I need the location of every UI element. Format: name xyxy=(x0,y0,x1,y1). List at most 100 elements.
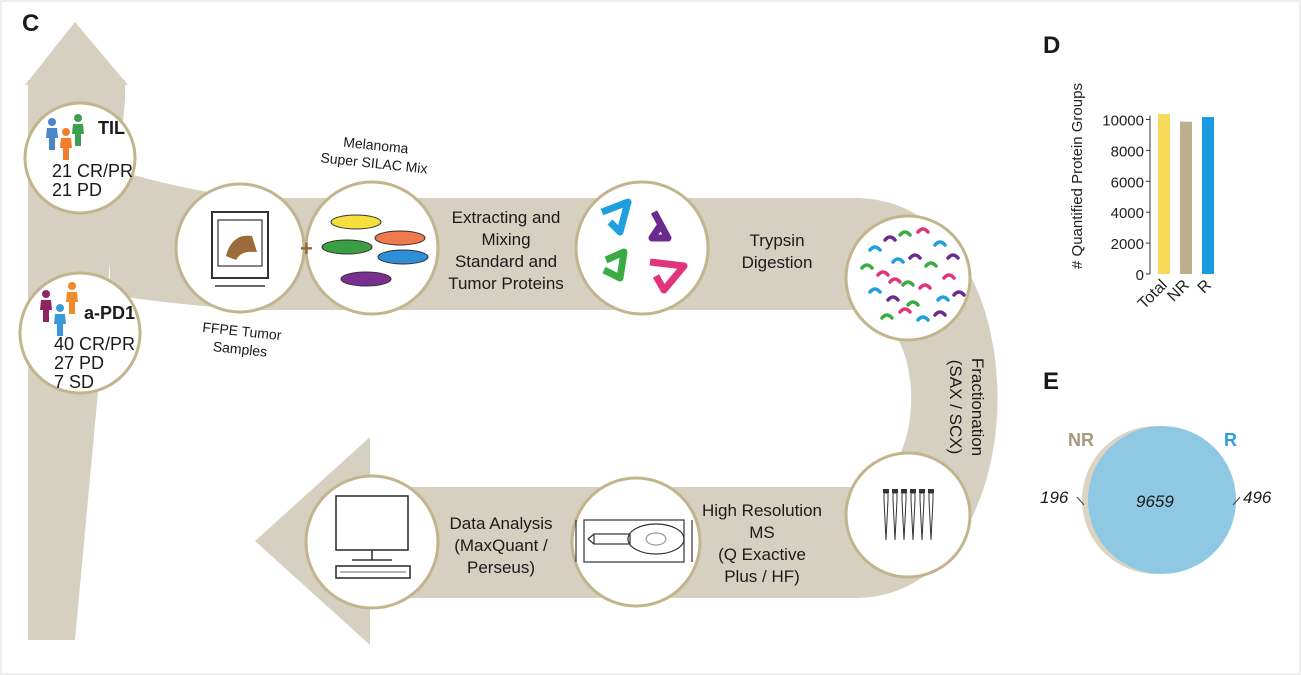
mass-spec-icon xyxy=(575,519,693,563)
trypsin-label-line: Trypsin xyxy=(749,231,805,250)
step-circle-fraction xyxy=(844,451,972,579)
peptide-fragment xyxy=(876,270,890,277)
apd1-line: 7 SD xyxy=(54,372,95,392)
peptide-fragment xyxy=(933,240,947,247)
analysis-label-line: Perseus) xyxy=(466,558,536,577)
peptide-fragment xyxy=(916,315,930,322)
y-axis-label: # Quantified Protein Groups xyxy=(1069,83,1086,269)
panel-label-e: E xyxy=(1043,368,1060,395)
person-body xyxy=(66,292,78,314)
extract-label: Extracting and Mixing Standard and Tumor… xyxy=(436,207,576,295)
peptide-fragment xyxy=(888,277,902,284)
peptide-fragment xyxy=(916,227,930,234)
peptide-fragment xyxy=(860,263,874,270)
ms-label-line: MS xyxy=(749,523,775,542)
ms-label-line: High Resolution xyxy=(701,501,822,520)
y-tick-label: 8000 xyxy=(1111,143,1144,160)
apd1-counts: 40 CR/PR 27 PD 7 SD xyxy=(54,335,135,392)
tube-cap xyxy=(901,489,907,493)
step-circle-ms xyxy=(570,476,702,608)
person-body xyxy=(72,124,84,146)
peptide-fragment xyxy=(886,295,900,302)
person-body xyxy=(54,314,66,336)
analysis-label-line: Data Analysis xyxy=(449,514,553,533)
analysis-label: Data Analysis (MaxQuant / Perseus) xyxy=(436,513,566,579)
person-head xyxy=(74,114,82,122)
tube-cap xyxy=(928,489,934,493)
peptide-fragment xyxy=(936,295,950,302)
peptide-fragment xyxy=(942,273,956,280)
ms-label: High Resolution MS (Q Exactive Plus / HF… xyxy=(692,500,832,588)
extract-label-line: Mixing xyxy=(481,230,531,249)
venn-r-only: 496 xyxy=(1243,488,1272,507)
venn-nr-label: NR xyxy=(1068,430,1094,450)
ffpe-block-icon xyxy=(211,211,269,287)
step-circle-analysis xyxy=(304,474,440,610)
apd1-people-icon xyxy=(40,282,78,336)
peptide-fragment xyxy=(883,235,897,242)
apd1-title: a-PD1 xyxy=(84,303,136,323)
silac-dishes-icon xyxy=(321,214,429,287)
ms-label-line: Plus / HF) xyxy=(724,567,800,586)
peptide-fragment xyxy=(933,310,947,317)
y-tick-label: 0 xyxy=(1136,267,1144,284)
apd1-line: 40 CR/PR xyxy=(54,334,136,354)
venn-diagram xyxy=(1076,426,1241,574)
y-tick-label: 6000 xyxy=(1111,174,1144,191)
protein-shapes-icon xyxy=(600,198,688,294)
venn-r-label: R xyxy=(1224,430,1237,450)
analysis-label-line: (MaxQuant / xyxy=(454,536,548,555)
extract-label-line: Standard and xyxy=(454,252,558,271)
tube-cap xyxy=(883,489,889,493)
fractionation-label-line: Fractionation xyxy=(968,357,987,457)
venn-r-circle xyxy=(1088,426,1236,574)
panel-label-d: D xyxy=(1043,32,1061,59)
y-tick-label: 4000 xyxy=(1111,205,1144,222)
til-line: 21 CR/PR xyxy=(52,161,134,181)
til-people-icon xyxy=(46,114,84,160)
tube-cap xyxy=(919,489,925,493)
peptide-fragment xyxy=(906,300,920,307)
panel-label-c: C xyxy=(22,10,40,37)
bar xyxy=(1202,117,1214,275)
peptide-fragment xyxy=(952,290,966,297)
person-head xyxy=(42,290,50,298)
person-head xyxy=(68,282,76,290)
peptide-fragments-icon xyxy=(860,227,966,322)
person-body xyxy=(40,300,52,322)
peptide-fragment xyxy=(868,245,882,252)
person-head xyxy=(62,128,70,136)
venn-overlap: 9659 xyxy=(1136,492,1174,511)
apd1-line: 27 PD xyxy=(54,353,105,373)
person-head xyxy=(48,118,56,126)
fractionation-label: Fractionation (SAX / SCX) xyxy=(944,342,988,472)
peptide-fragment xyxy=(946,253,960,260)
y-tick-label: 2000 xyxy=(1111,236,1144,253)
til-counts: 21 CR/PR 21 PD xyxy=(52,162,133,200)
extract-label-line: Tumor Proteins xyxy=(448,274,564,293)
venn-nr-only: 196 xyxy=(1040,488,1069,507)
person-body xyxy=(46,128,58,150)
fractionation-label-line: (SAX / SCX) xyxy=(946,359,965,455)
peptide-fragment xyxy=(880,313,894,320)
ms-label-line: (Q Exactive xyxy=(718,545,806,564)
fraction-tubes-icon xyxy=(883,489,934,541)
peptide-fragment xyxy=(901,280,915,287)
tube-cap xyxy=(910,489,916,493)
extract-label-line: Extracting and xyxy=(451,208,561,227)
y-tick-label: 10000 xyxy=(1102,112,1144,129)
peptide-fragment xyxy=(908,253,922,260)
computer-icon xyxy=(335,495,411,579)
person-head xyxy=(56,304,64,312)
person-body xyxy=(60,138,72,160)
til-line: 21 PD xyxy=(52,180,103,200)
peptide-fragment xyxy=(898,230,912,237)
peptide-fragment xyxy=(891,257,905,264)
plus-sign: + xyxy=(300,236,313,261)
peptide-fragment xyxy=(918,283,932,290)
til-title: TIL xyxy=(98,118,125,138)
peptide-fragment xyxy=(924,261,938,268)
trypsin-label: Trypsin Digestion xyxy=(722,230,832,274)
